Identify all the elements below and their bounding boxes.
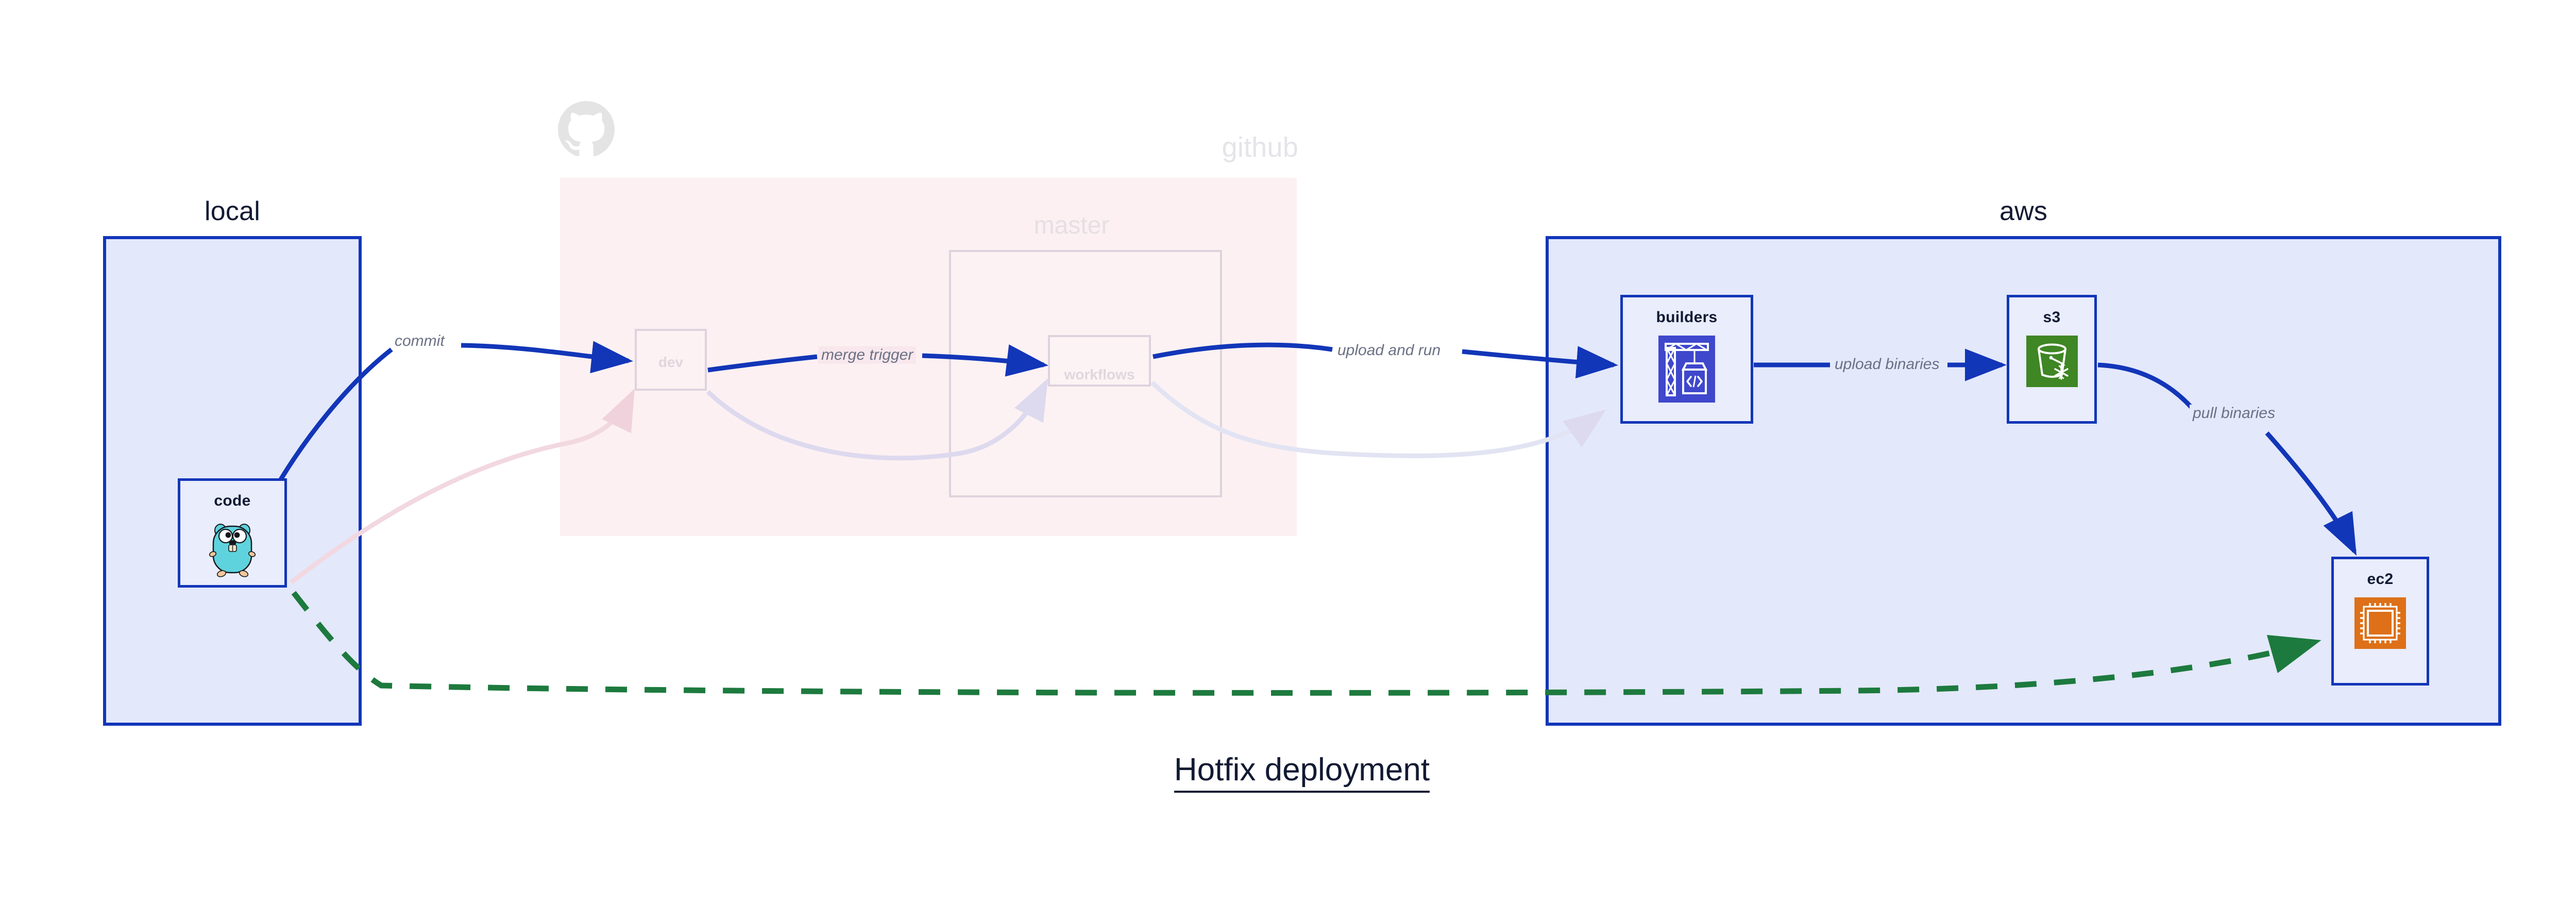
edge-upload-and-run-head bbox=[1153, 342, 1333, 359]
diagram-title-text: Hotfix deployment bbox=[1174, 752, 1430, 793]
diagram-title: Hotfix deployment bbox=[0, 751, 2576, 793]
edge-faded-dev-workflows bbox=[706, 378, 1048, 461]
edge-label-upload-binaries: upload binaries bbox=[1832, 356, 1943, 373]
edge-label-upload-and-run: upload and run bbox=[1334, 342, 1444, 359]
edge-faded-code-dev bbox=[290, 388, 635, 584]
go-gopher-icon bbox=[204, 519, 261, 581]
group-title-github: github bbox=[1222, 132, 1298, 163]
edge-commit bbox=[279, 347, 393, 481]
aws-ec2-chip-icon bbox=[2354, 597, 2406, 652]
node-code-label: code bbox=[214, 492, 251, 509]
node-s3-label: s3 bbox=[2043, 309, 2061, 326]
node-code[interactable]: code bbox=[178, 478, 287, 588]
edge-merge-trigger-tail bbox=[922, 344, 1048, 377]
edge-merge-trigger-head bbox=[707, 354, 818, 373]
github-logo-icon bbox=[558, 101, 615, 158]
github-master-label: master bbox=[1033, 212, 1110, 239]
node-ec2-label: ec2 bbox=[2367, 571, 2394, 588]
node-builders-label: builders bbox=[1656, 309, 1718, 326]
node-s3[interactable]: s3 bbox=[2007, 295, 2097, 424]
group-title-aws: aws bbox=[1999, 196, 2048, 226]
github-workflows-box: workflows bbox=[1048, 335, 1151, 387]
aws-codebuild-crane-icon bbox=[1658, 336, 1715, 405]
edge-pull-binaries-tail bbox=[2265, 431, 2357, 556]
edge-label-pull-binaries: pull binaries bbox=[2190, 405, 2279, 422]
github-master-box bbox=[949, 250, 1222, 497]
github-workflows-label: workflows bbox=[1064, 366, 1135, 382]
edge-hotfix-direct bbox=[291, 591, 2321, 696]
edge-commit-tail bbox=[461, 341, 633, 374]
edge-pull-binaries-head bbox=[2097, 362, 2198, 414]
node-builders[interactable]: builders bbox=[1620, 295, 1753, 424]
github-dev-label: dev bbox=[658, 354, 684, 370]
github-dev-box: dev bbox=[635, 329, 707, 391]
edge-label-merge-trigger: merge trigger bbox=[818, 346, 917, 364]
aws-s3-bucket-icon bbox=[2026, 336, 2078, 390]
group-title-local: local bbox=[205, 196, 260, 226]
edge-faded-workflows-builders bbox=[1150, 380, 1606, 458]
node-ec2[interactable]: ec2 bbox=[2331, 557, 2429, 686]
edge-label-commit: commit bbox=[392, 332, 448, 350]
edge-upload-and-run-tail bbox=[1462, 346, 1618, 379]
